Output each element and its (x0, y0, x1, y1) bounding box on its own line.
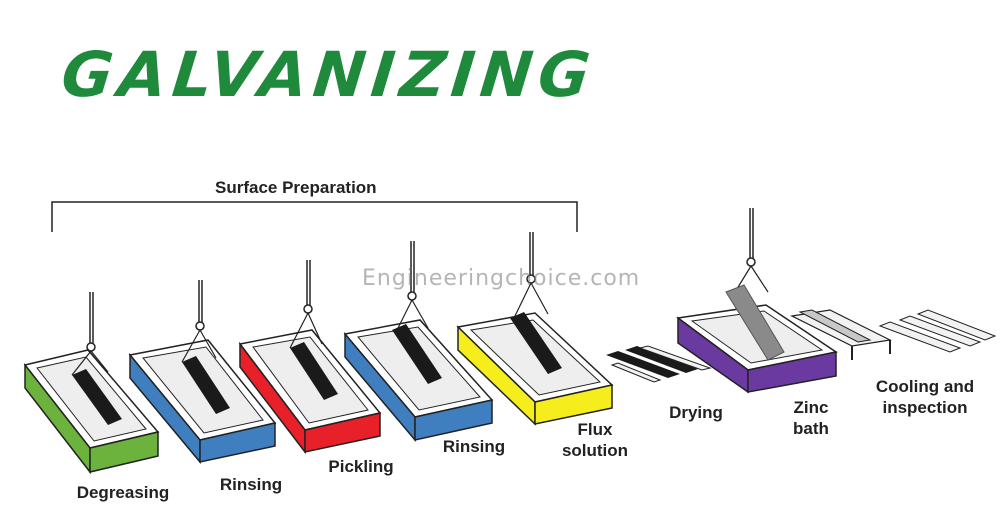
surface-preparation-bracket (51, 201, 578, 232)
label-pickling: Pickling (328, 457, 394, 476)
zinc-bath-tank (676, 208, 838, 394)
label-drying: Drying (669, 403, 723, 422)
tank-pickling (238, 260, 382, 455)
label-rinsing-2: Rinsing (442, 437, 506, 456)
drying-beams (606, 345, 712, 383)
watermark: Engineeringchoice.com (362, 266, 641, 291)
tank-degreasing (23, 292, 160, 475)
inspection-beams (878, 309, 997, 353)
label-zinc-bath: Zinc bath (793, 398, 829, 438)
label-flux-solution: Flux solution (561, 420, 629, 460)
tank-rinsing-1 (128, 280, 277, 465)
tank-degreasing-side (89, 431, 159, 473)
tank-flux-solution (456, 232, 614, 426)
label-cooling-inspection: Cooling and inspection (875, 377, 975, 417)
steel-beam (72, 369, 122, 425)
tank-rinsing-2 (343, 241, 494, 443)
cooling-rack (790, 309, 892, 360)
label-rinsing-1: Rinsing (219, 475, 283, 494)
label-degreasing: Degreasing (76, 483, 170, 502)
surface-preparation-label: Surface Preparation (215, 178, 377, 197)
